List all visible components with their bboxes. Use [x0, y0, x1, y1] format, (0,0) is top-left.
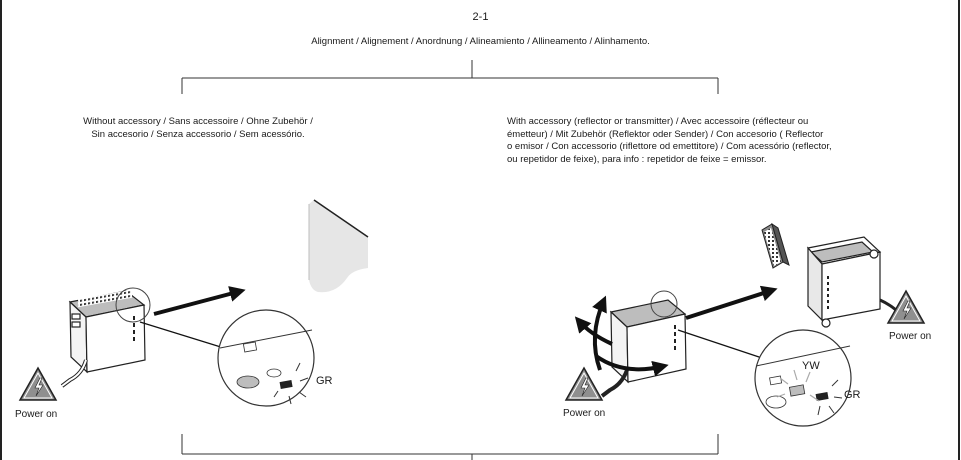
power-on-label: Power on: [889, 331, 932, 342]
emitter: [806, 236, 902, 328]
sensor-right: [600, 290, 687, 398]
power-on-label: Power on: [15, 409, 58, 420]
led-zoom-left: [217, 309, 315, 407]
left-caption: Without accessory / Sans accessoire / Oh…: [30, 116, 366, 141]
reflector: [761, 222, 790, 269]
right-caption-line: With accessory (reflector or transmitter…: [507, 116, 809, 127]
page-border-left: [0, 0, 2, 460]
high-voltage-warning-icon: [564, 366, 604, 401]
top-bracket: [181, 60, 719, 94]
adjust-arrow-down: [594, 354, 669, 377]
led-zoom-right: [754, 329, 852, 427]
led-label-green: GR: [316, 375, 333, 387]
page-number: 2-1: [472, 11, 489, 23]
sensor-left: [60, 287, 151, 388]
right-caption: With accessory (reflector or transmitter…: [507, 116, 832, 166]
beam-arrow-left: [153, 286, 246, 316]
page-border-right: [958, 0, 960, 460]
adjust-arrow-left: [574, 316, 613, 346]
led-label-yellow: YW: [802, 360, 820, 372]
left-caption-line: Without accessory / Sans accessoire / Oh…: [83, 116, 313, 127]
left-caption-line: Sin accesorio / Senza accessorio / Sem a…: [91, 128, 305, 140]
high-voltage-warning-icon: [18, 366, 58, 401]
right-caption-line: ou repetidor de feixe), para info : repe…: [507, 153, 767, 165]
led-label-green: GR: [844, 389, 861, 401]
right-caption-line: o emisor / Con accessorio (riflettore od…: [507, 141, 832, 152]
bottom-bracket: [181, 434, 719, 460]
page-title: Alignment / Alignement / Anordnung / Ali…: [311, 36, 650, 47]
power-on-label: Power on: [563, 408, 606, 419]
beam-arrow-right: [685, 285, 778, 320]
target-surface: [308, 199, 369, 293]
right-caption-line: émetteur) / Mit Zubehör (Reflektor oder …: [507, 128, 824, 140]
high-voltage-warning-icon: [886, 289, 926, 324]
